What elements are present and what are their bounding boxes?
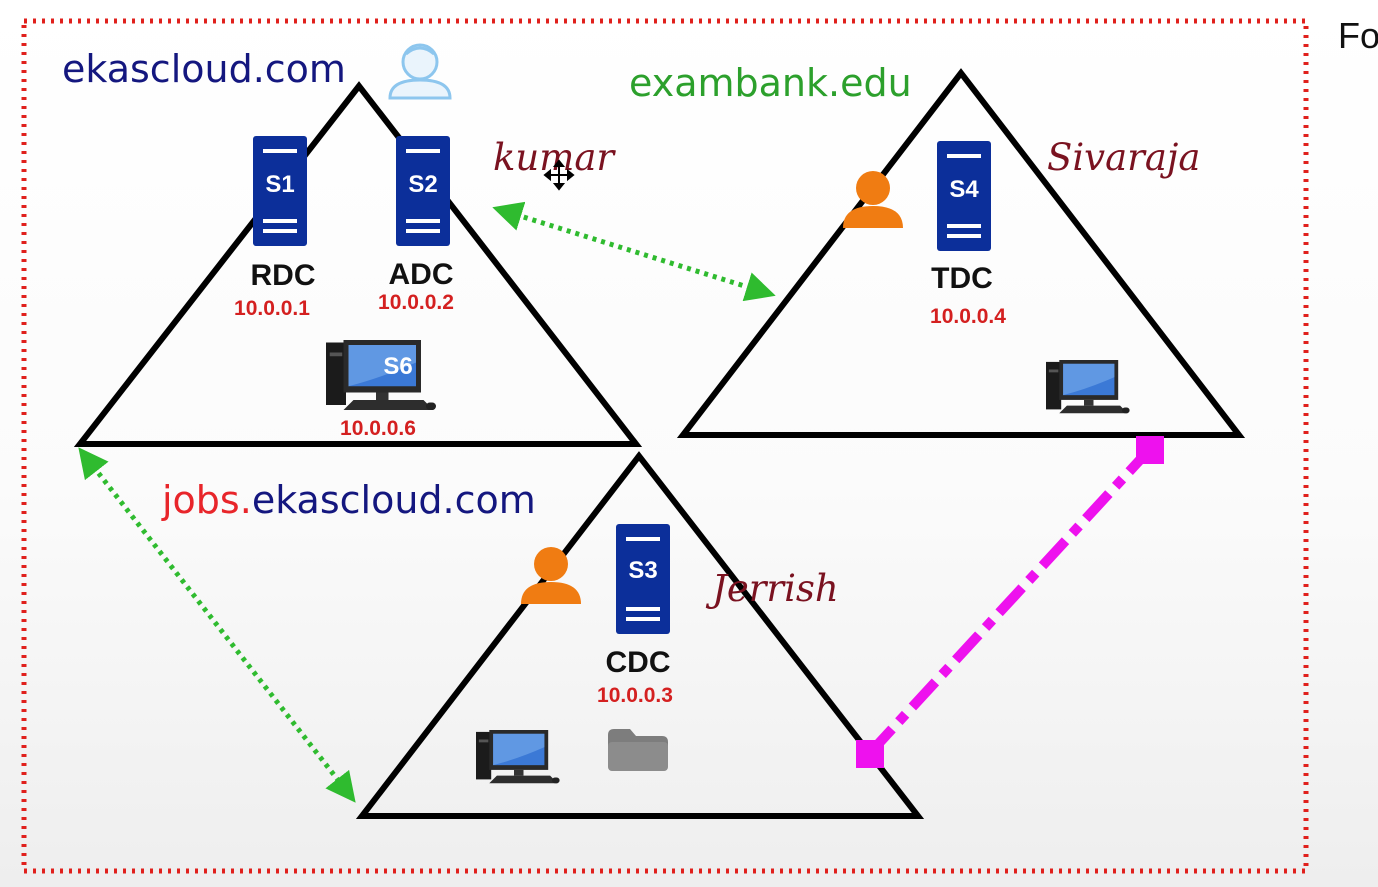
server-s3-id: S3 — [628, 557, 657, 584]
tdc-ip: 10.0.0.4 — [930, 305, 1006, 328]
admin-user-icon — [388, 43, 452, 100]
child-domain-name: jobs.ekascloud.com — [161, 478, 536, 522]
child-domain-prefix: jobs. — [161, 478, 252, 522]
desktop-computer-icon — [1046, 360, 1130, 414]
folder-icon — [608, 729, 668, 771]
person-icon — [843, 171, 903, 228]
desktop-computer-icon — [326, 340, 436, 410]
workstation-s6: S6 — [326, 340, 436, 410]
child-domain-triangle — [355, 451, 925, 819]
child-user-name: Jerrish — [705, 567, 839, 610]
adc-ip: 10.0.0.2 — [378, 291, 454, 314]
s6-ip: 10.0.0.6 — [340, 417, 416, 440]
cdc-ip: 10.0.0.3 — [597, 684, 673, 707]
forest-boundary — [21, 18, 1309, 874]
server-s2: S2 — [396, 136, 450, 246]
tdc-label: TDC — [931, 262, 993, 295]
trust-root-child — [78, 447, 356, 803]
move-cursor-icon — [543, 159, 575, 191]
shortcut-trust-link — [865, 445, 1154, 758]
tree-user-name: Sivaraja — [1047, 136, 1200, 179]
shortcut-trust-endpoint-child — [856, 740, 884, 768]
rdc-label: RDC — [251, 259, 316, 292]
adc-label: ADC — [389, 258, 454, 291]
child-domain-suffix: ekascloud.com — [252, 478, 536, 522]
shortcut-trust-endpoint-tree — [1136, 436, 1164, 464]
cdc-label: CDC — [606, 646, 671, 679]
server-s4-id: S4 — [949, 176, 979, 203]
tree-domain-name: exambank.edu — [629, 61, 912, 105]
server-s2-id: S2 — [408, 171, 437, 198]
corner-text: Fo — [1338, 15, 1378, 56]
server-s1-id: S1 — [265, 171, 294, 198]
trust-root-tree — [492, 201, 776, 302]
workstation-s6-id: S6 — [383, 353, 412, 380]
server-s4: S4 — [937, 141, 991, 251]
server-s3: S3 — [616, 524, 670, 634]
root-domain-name: ekascloud.com — [62, 47, 346, 91]
server-s1: S1 — [253, 136, 307, 246]
rdc-ip: 10.0.0.1 — [234, 297, 310, 320]
root-user-name: kumar — [493, 136, 616, 179]
person-icon — [521, 547, 581, 604]
tree-domain-triangle — [676, 68, 1246, 438]
desktop-computer-icon — [476, 730, 560, 784]
